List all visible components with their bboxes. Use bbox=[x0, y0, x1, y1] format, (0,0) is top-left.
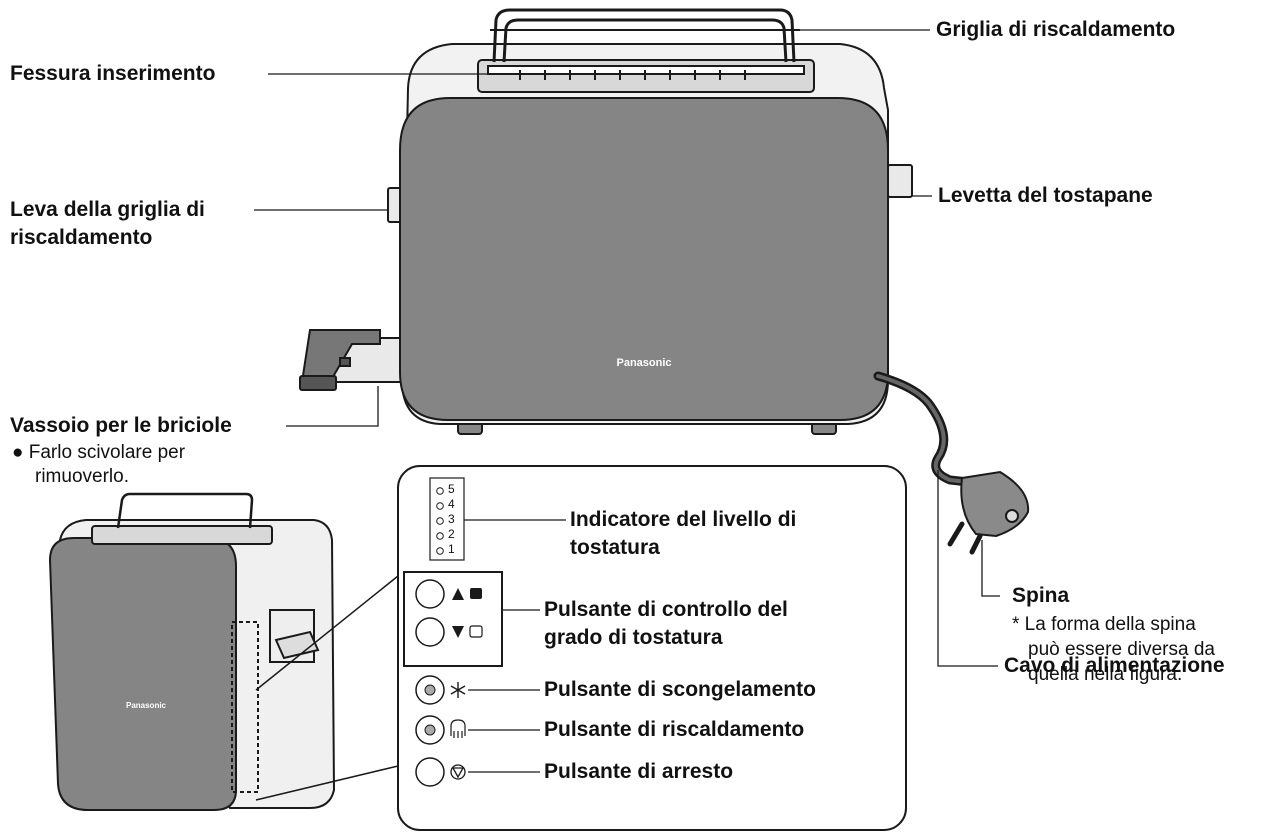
label-level-indicator-line2: tostatura bbox=[570, 536, 660, 559]
label-rack-lever-line2: riscaldamento bbox=[10, 226, 153, 249]
label-level-indicator-line1: Indicatore del livello di bbox=[570, 508, 797, 531]
snowflake-icon bbox=[450, 682, 466, 698]
level-indicator-lights bbox=[436, 487, 444, 555]
level-3-label: 3 bbox=[448, 512, 455, 526]
heating-rack bbox=[490, 8, 800, 63]
brand-logo-small: Panasonic bbox=[126, 701, 167, 710]
label-plug: Spina bbox=[1012, 584, 1070, 607]
toast-down-button[interactable] bbox=[415, 617, 445, 647]
crumb-tray-note-line1: ● Farlo scivolare per bbox=[12, 442, 186, 463]
label-reheat: Pulsante di riscaldamento bbox=[544, 718, 805, 741]
level-indicator-box bbox=[429, 477, 465, 561]
stop-icon bbox=[450, 764, 466, 780]
level-4-label: 4 bbox=[448, 497, 455, 511]
toaster-main bbox=[299, 8, 913, 435]
toaster-side-view bbox=[48, 492, 336, 811]
level-2-label: 2 bbox=[448, 527, 455, 541]
label-rack-lever-line1: Leva della griglia di bbox=[10, 198, 205, 221]
level-1-label: 1 bbox=[448, 542, 455, 556]
triangle-up-icon bbox=[452, 588, 464, 600]
power-plug bbox=[947, 470, 1030, 555]
triangle-down-icon bbox=[452, 626, 464, 638]
crumb-tray bbox=[299, 329, 413, 391]
brand-logo-main: Panasonic bbox=[616, 357, 671, 369]
label-defrost: Pulsante di scongelamento bbox=[544, 678, 816, 701]
plug-note-line1: * La forma della spina bbox=[1012, 614, 1196, 635]
label-slot: Fessura inserimento bbox=[10, 62, 216, 85]
label-toast-control-line1: Pulsante di controllo del bbox=[544, 598, 788, 621]
toaster-front-panel bbox=[399, 97, 889, 421]
reheat-led bbox=[424, 724, 436, 736]
label-toaster-lever: Levetta del tostapane bbox=[938, 184, 1153, 207]
zoom-lines bbox=[255, 575, 399, 801]
crumb-tray-note-line2: rimuoverlo. bbox=[35, 466, 129, 487]
stop-button[interactable] bbox=[415, 757, 445, 787]
power-cord bbox=[873, 371, 973, 487]
toaster-lever bbox=[887, 164, 913, 198]
plug-note-line3: quella nella figura. bbox=[1028, 664, 1183, 685]
dark-toast-icon bbox=[470, 588, 482, 599]
plug-note-line2: può essere diversa da bbox=[1028, 639, 1215, 660]
control-panel-box bbox=[397, 465, 907, 831]
defrost-led bbox=[424, 684, 436, 696]
label-power-cord: Cavo di alimentazione bbox=[1004, 654, 1225, 677]
leader-lines bbox=[254, 29, 1000, 773]
light-toast-icon bbox=[469, 625, 483, 638]
label-heating-rack: Griglia di riscaldamento bbox=[936, 18, 1176, 41]
label-toast-control-line2: grado di tostatura bbox=[544, 626, 723, 649]
level-5-label: 5 bbox=[448, 482, 455, 496]
label-crumb-tray: Vassoio per le briciole bbox=[10, 414, 232, 437]
toast-up-button[interactable] bbox=[415, 579, 445, 609]
label-stop: Pulsante di arresto bbox=[544, 760, 734, 783]
reheat-icon bbox=[450, 719, 466, 738]
